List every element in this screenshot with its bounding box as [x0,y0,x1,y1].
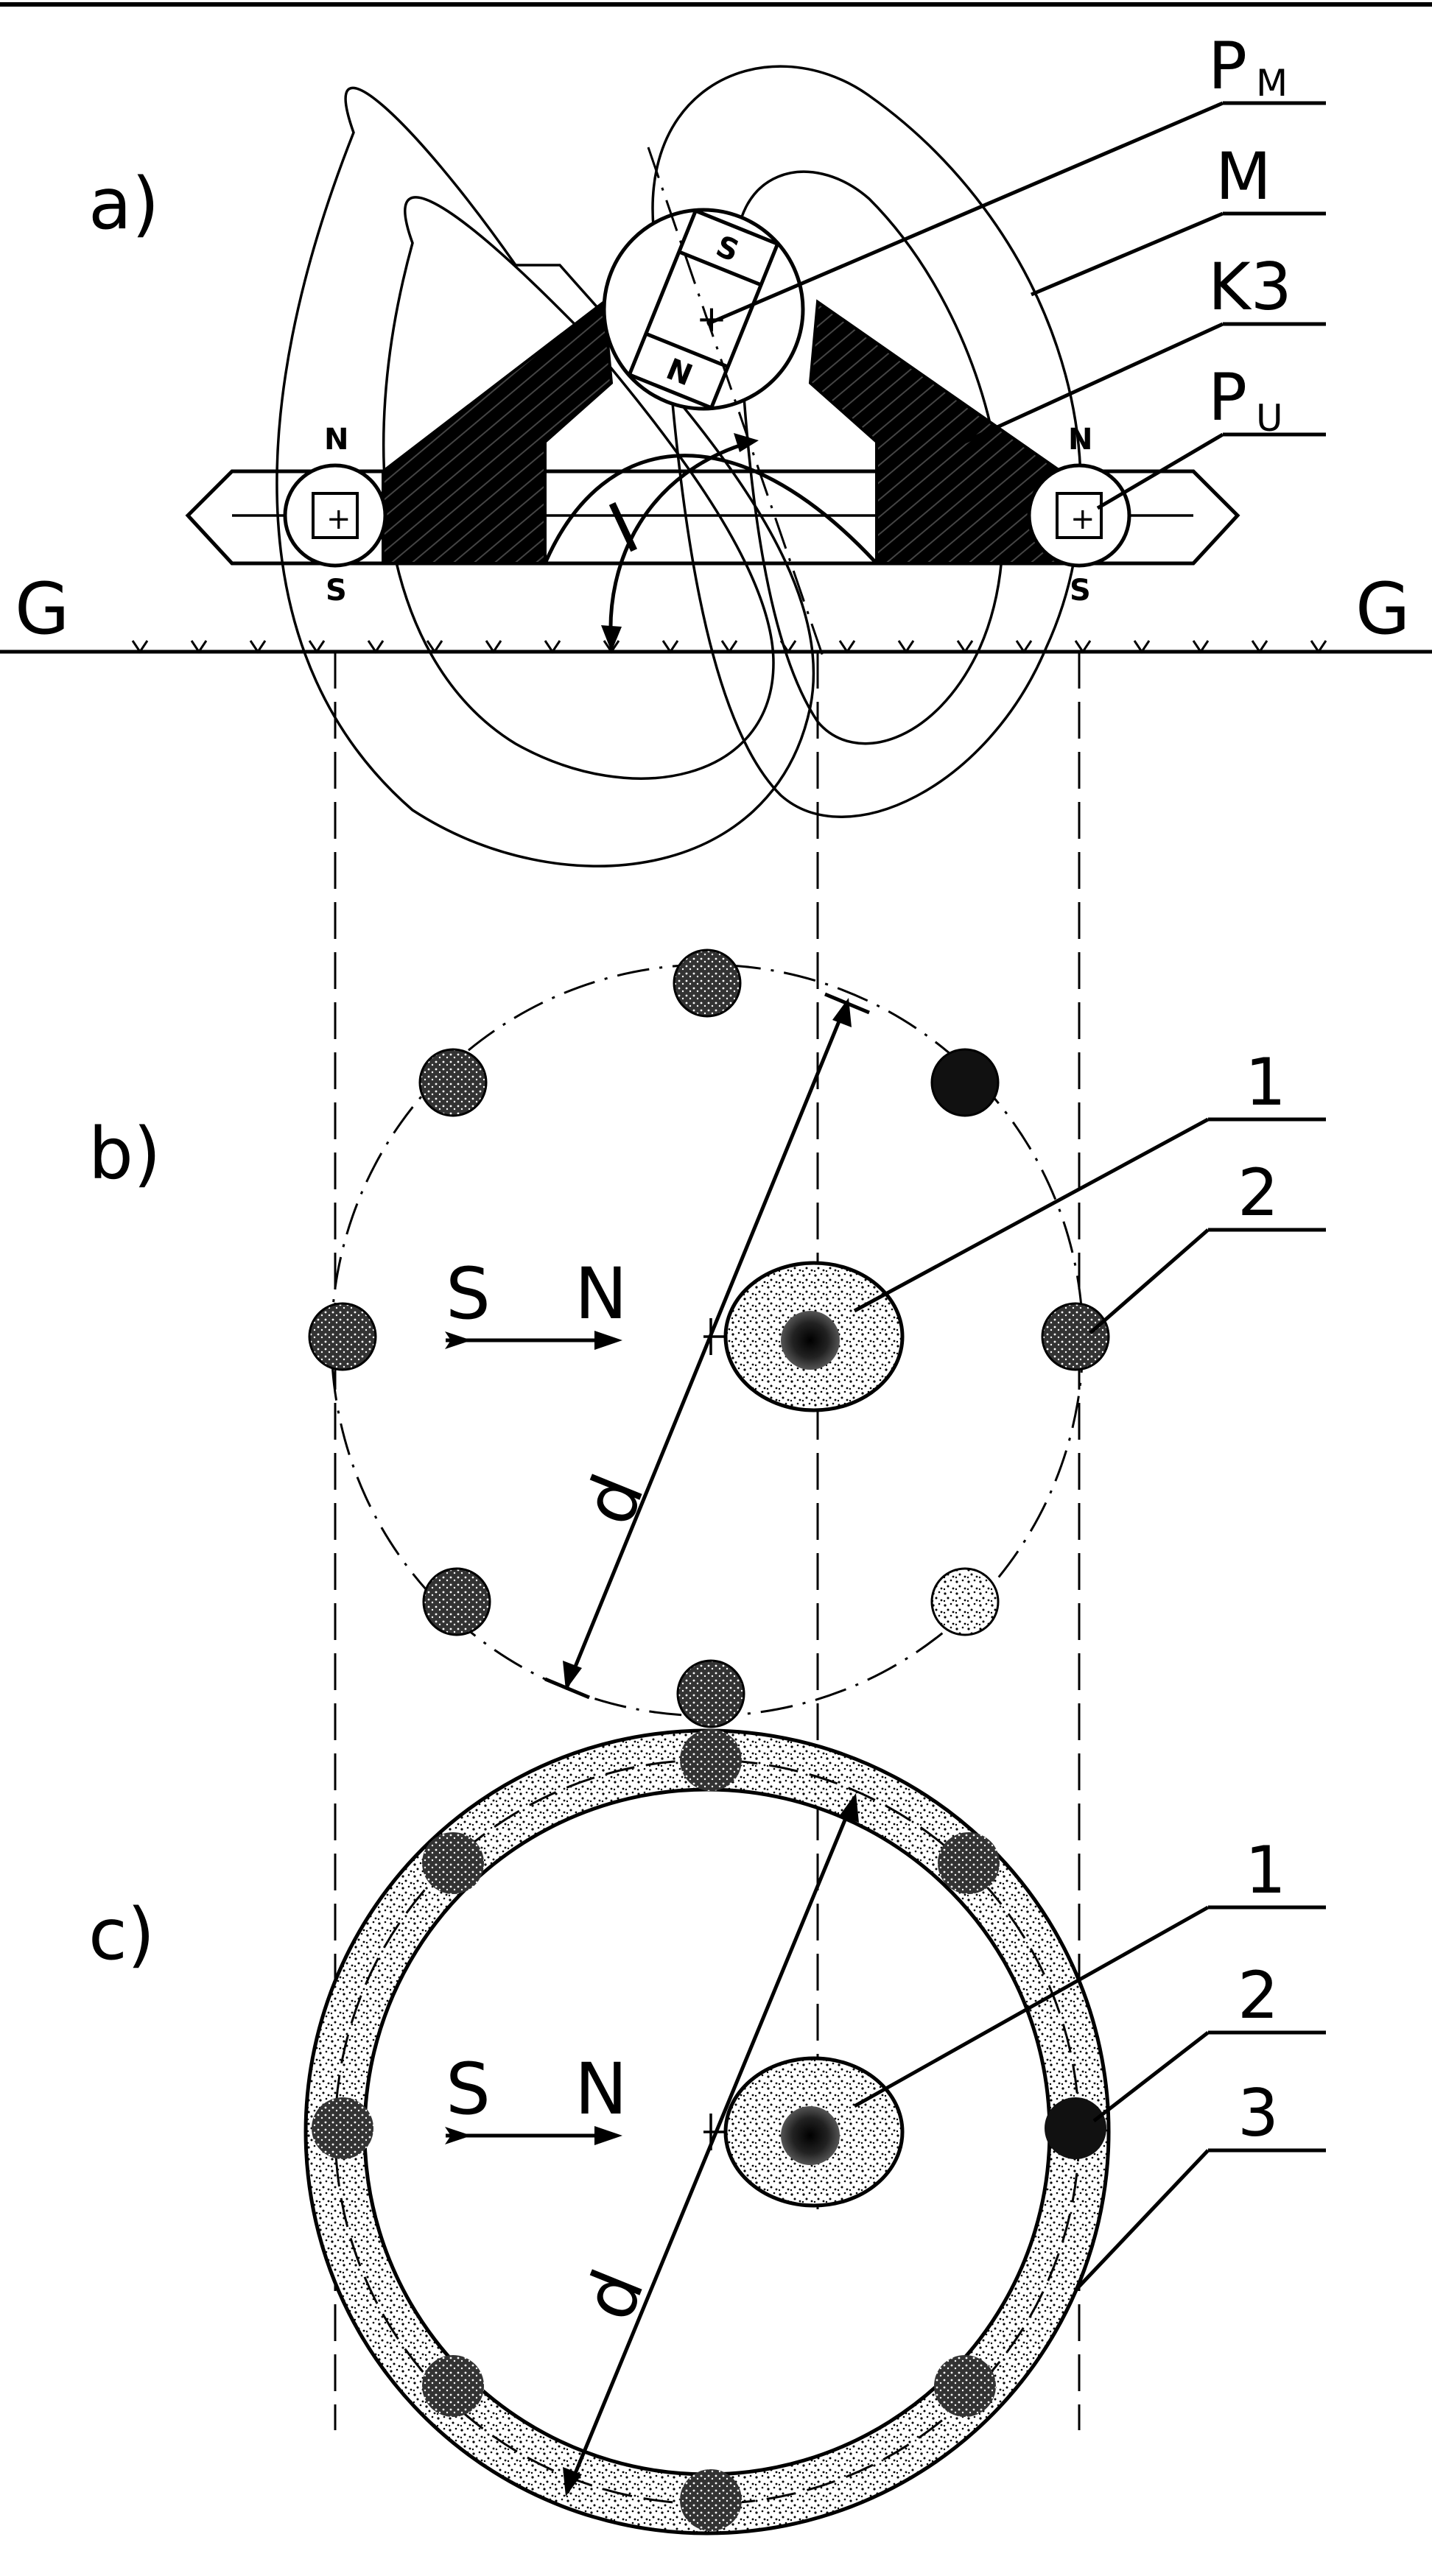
arrow-s-c: S [446,2048,491,2130]
spot-c-top [680,1729,742,1791]
diameter-line-c [565,1796,857,2494]
diameter-label-b: d [566,1463,660,1535]
projection-lines [334,652,1081,2430]
pole-left-square [312,492,359,539]
panel-a-label: a) [88,163,159,245]
callout-2-b: 2 [1238,1155,1279,1231]
diameter-label-c: d [566,2259,660,2331]
arrow-n-b: N [575,1253,628,1335]
callout-pu-main: P [1208,359,1247,435]
callout-pm-main: P [1208,28,1247,104]
field-loop-outer-right [651,65,1082,818]
current-arrow-head-top [734,433,759,452]
spot-c-right [1045,2097,1106,2159]
central-spot-c-core [781,2106,840,2165]
spot-b-top-right [930,1048,1000,1117]
spot-c-bottom [680,2469,742,2531]
ground-ticks [131,640,1327,654]
spot-c-top-right [938,1832,1000,1894]
base-plate [185,469,1240,566]
callout-2-c: 2 [1238,1957,1279,2033]
callout-pm-line [706,101,1224,326]
core-arch [542,454,881,566]
central-spot-b-core [781,1311,840,1370]
spot-c-bottom-left [422,2355,484,2417]
spot-b-top [673,949,742,1018]
callout-3-c: 3 [1238,2075,1279,2151]
callout-k3: K3 [1208,249,1292,325]
spot-b-right [1041,1302,1110,1371]
pole-right-s: S [1070,574,1091,608]
pole-right-square [1056,492,1103,539]
current-arc [608,440,752,649]
ground-label-right: G [1355,568,1410,650]
callout-1-b: 1 [1245,1044,1286,1120]
panel-c: d S N c) 1 2 3 [88,1728,1326,2535]
current-arrow-head [601,625,622,652]
callout-1-c: 1 [1245,1832,1286,1908]
panel-c-label: c) [88,1893,155,1976]
arrow-n-c: N [575,2048,628,2130]
callout-k3-line [964,322,1224,444]
pole-right-n: N [1068,423,1092,457]
callout-pm-sub: M [1256,62,1288,105]
spot-b-left [308,1302,377,1371]
spot-c-left [312,2097,373,2159]
pole-right-center-mark: + [1070,502,1095,536]
panel-a: S N + + N S + N S G G I a) P [0,28,1432,868]
spot-c-bottom-right [934,2355,996,2417]
panel-b-label: b) [88,1113,161,1195]
core-wedge-left [382,299,614,565]
field-loop-inner-right [734,170,1005,745]
spot-b-bottom-right [930,1567,1000,1636]
spot-b-bottom [676,1659,745,1728]
diameter-line-b [565,1001,849,1687]
field-loop-outer-left [275,86,815,868]
field-loop-inner-left [382,196,775,780]
pole-left-center-mark: + [326,502,351,536]
spot-b-top-left [418,1048,488,1117]
pole-left-n: N [324,423,348,457]
pole-left-s: S [326,574,347,608]
callout-m: M [1215,138,1271,214]
arrow-s-b: S [446,1253,491,1335]
callout-m-line [1031,211,1224,297]
callout-pu-sub: U [1256,397,1283,440]
spot-b-bottom-left [422,1567,491,1636]
core-wedge-right [808,299,1062,565]
callout-pu-line [1096,432,1224,510]
spot-c-top-left [422,1832,484,1894]
rotor-axis-dashed [647,147,826,664]
ground-label-left: G [15,568,69,650]
panel-b: d S N b) 1 2 [88,949,1326,1728]
